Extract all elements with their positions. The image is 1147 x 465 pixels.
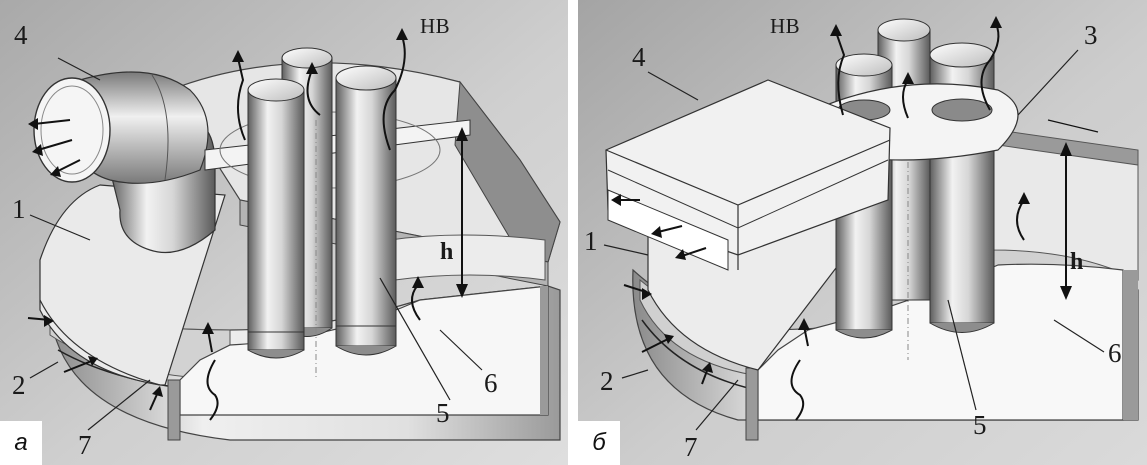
label-4: 4 <box>632 42 646 72</box>
arrow-heads <box>28 28 424 397</box>
label-6: 6 <box>1108 338 1122 368</box>
label-h: h <box>1070 249 1084 275</box>
cyclone-pipes-5 <box>247 47 397 380</box>
label-1: 1 <box>584 226 598 256</box>
flow-arrows <box>27 35 421 421</box>
floor-wall-cut <box>540 286 548 415</box>
pipe-opening <box>33 77 111 183</box>
arrow-heads <box>611 16 1030 373</box>
separator-drawing-b <box>578 0 1147 465</box>
leader-lines <box>29 57 483 431</box>
label-6: 6 <box>484 368 498 398</box>
label-4: 4 <box>14 20 28 50</box>
label-2: 2 <box>12 370 26 400</box>
annular-channel <box>389 234 546 281</box>
leader-lines <box>603 49 1105 431</box>
label-5: 5 <box>973 410 987 440</box>
front-wall-cut <box>167 379 181 441</box>
label-7: 7 <box>684 432 698 462</box>
label-2: 2 <box>600 366 614 396</box>
label-3: 3 <box>1084 20 1098 50</box>
label-5: 5 <box>436 398 450 428</box>
label-hv: НВ <box>770 14 801 38</box>
panel-tag-b: б <box>578 421 620 465</box>
separator-drawing-a <box>0 0 568 465</box>
label-h: h <box>440 239 454 265</box>
label-hv: НВ <box>420 14 451 38</box>
panel-tag-a: а <box>0 421 42 465</box>
label-1: 1 <box>12 194 26 224</box>
figure-panel-a: 4 1 2 7 5 6 НВ h а <box>0 0 568 465</box>
figure-panel-b: 4 3 1 2 7 5 6 НВ h б <box>578 0 1147 465</box>
label-7: 7 <box>78 430 92 460</box>
